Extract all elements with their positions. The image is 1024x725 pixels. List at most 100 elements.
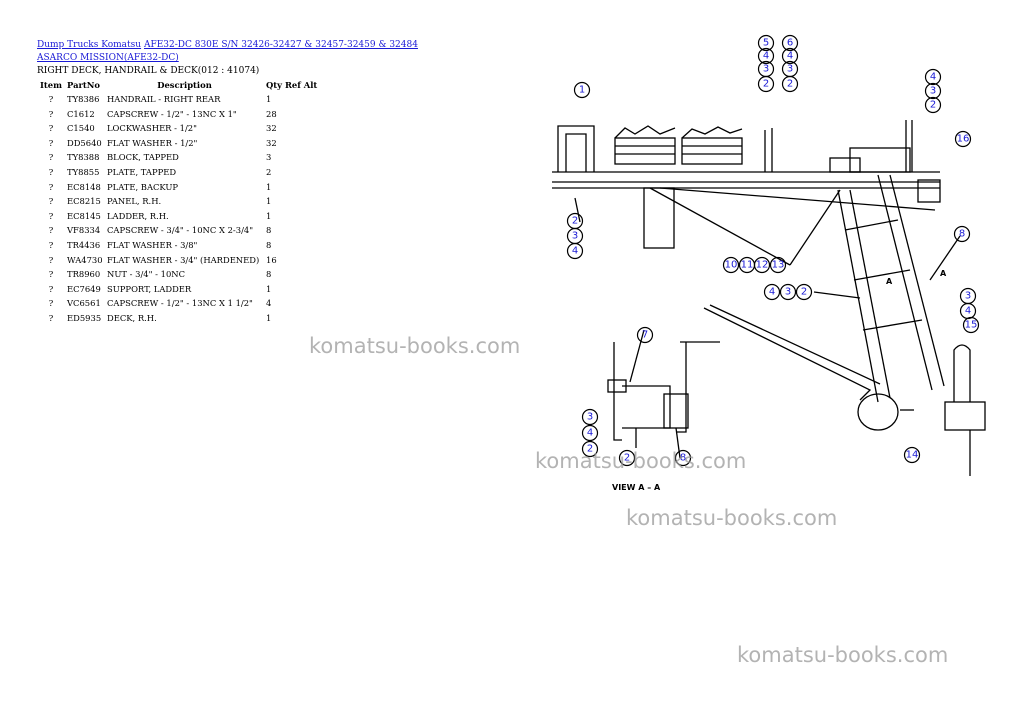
cell-item: ? bbox=[48, 298, 54, 309]
svg-text:8: 8 bbox=[959, 229, 965, 240]
callout-5[interactable]: 5 bbox=[757, 34, 775, 52]
svg-text:3: 3 bbox=[587, 412, 593, 423]
callout-3[interactable]: 3 bbox=[924, 82, 942, 100]
svg-text:2: 2 bbox=[572, 216, 578, 227]
table-header-row: Item PartNo Description Qty Ref Alt bbox=[37, 78, 319, 92]
cell-item: ? bbox=[48, 94, 54, 104]
svg-text:4: 4 bbox=[930, 72, 936, 83]
callout-2[interactable]: 2 bbox=[795, 283, 813, 301]
svg-text:8: 8 bbox=[680, 453, 686, 464]
cell-item: ? bbox=[48, 196, 54, 207]
breadcrumb-link-dump-trucks[interactable]: Dump Trucks Komatsu bbox=[37, 40, 142, 50]
cell-description: LADDER, R.H. bbox=[107, 210, 169, 221]
col-header-item: Item bbox=[40, 80, 62, 90]
callout-14[interactable]: 14 bbox=[903, 446, 921, 464]
cell-qty: 32 bbox=[266, 123, 277, 134]
callout-16[interactable]: 16 bbox=[954, 130, 972, 148]
callout-4[interactable]: 4 bbox=[581, 424, 599, 442]
svg-text:2: 2 bbox=[587, 444, 593, 455]
cell-partno: TY8855 bbox=[67, 166, 100, 177]
callout-3[interactable]: 3 bbox=[781, 60, 799, 78]
callout-2[interactable]: 2 bbox=[924, 96, 942, 114]
callout-12[interactable]: 12 bbox=[753, 256, 771, 274]
cell-description: SUPPORT, LADDER bbox=[107, 283, 192, 294]
cell-qty: 3 bbox=[266, 152, 272, 163]
cell-description: FLAT WASHER - 3/4" (HARDENED) bbox=[107, 254, 260, 265]
cell-partno: WA4730 bbox=[67, 254, 103, 265]
section-label-right: A bbox=[940, 269, 947, 278]
cell-description: CAPSCREW - 1/2" - 13NC X 1" bbox=[107, 108, 237, 119]
callout-13[interactable]: 13 bbox=[769, 256, 787, 274]
callout-4[interactable]: 4 bbox=[781, 47, 799, 65]
callout-3[interactable]: 3 bbox=[757, 60, 775, 78]
cell-qty: 1 bbox=[266, 94, 272, 104]
callout-8[interactable]: 8 bbox=[674, 449, 692, 467]
breadcrumb: Dump Trucks Komatsu AFE32-DC 830E S/N 32… bbox=[37, 39, 457, 65]
svg-text:3: 3 bbox=[965, 291, 971, 302]
callout-2[interactable]: 2 bbox=[757, 75, 775, 93]
callout-11[interactable]: 11 bbox=[738, 256, 756, 274]
callout-4[interactable]: 4 bbox=[959, 302, 977, 320]
callout-2[interactable]: 2 bbox=[781, 75, 799, 93]
svg-text:6: 6 bbox=[787, 38, 793, 49]
svg-text:4: 4 bbox=[763, 51, 769, 62]
cell-partno: C1540 bbox=[67, 123, 95, 134]
cell-description: NUT - 3/4" - 10NC bbox=[107, 269, 186, 280]
callout-3[interactable]: 3 bbox=[779, 283, 797, 301]
callout-3[interactable]: 3 bbox=[959, 287, 977, 305]
cell-item: ? bbox=[48, 108, 54, 119]
cell-item: ? bbox=[48, 254, 54, 265]
cell-partno: C1612 bbox=[67, 108, 95, 119]
cell-qty: 1 bbox=[266, 283, 272, 294]
svg-text:3: 3 bbox=[763, 64, 769, 75]
callout-15[interactable]: 15 bbox=[962, 316, 980, 334]
svg-text:13: 13 bbox=[772, 260, 785, 271]
callout-2[interactable]: 2 bbox=[581, 440, 599, 458]
cell-partno: DD5640 bbox=[67, 137, 102, 148]
breadcrumb-link-model[interactable]: AFE32-DC 830E S/N 32426-32427 & 32457-32… bbox=[37, 40, 418, 63]
svg-text:10: 10 bbox=[725, 260, 738, 271]
cell-qty: 1 bbox=[266, 312, 272, 323]
callout-1[interactable]: 1 bbox=[573, 81, 591, 99]
callout-4[interactable]: 4 bbox=[924, 68, 942, 86]
svg-text:3: 3 bbox=[787, 64, 793, 75]
cell-qty: 1 bbox=[266, 181, 272, 192]
callout-3[interactable]: 3 bbox=[581, 408, 599, 426]
callout-4[interactable]: 4 bbox=[763, 283, 781, 301]
cell-description: PANEL, R.H. bbox=[107, 196, 162, 207]
callout-2[interactable]: 2 bbox=[618, 449, 636, 467]
cell-description: DECK, R.H. bbox=[107, 312, 157, 323]
cell-description: HANDRAIL - RIGHT REAR bbox=[107, 94, 221, 104]
callout-4[interactable]: 4 bbox=[757, 47, 775, 65]
callout-8[interactable]: 8 bbox=[953, 225, 971, 243]
svg-text:4: 4 bbox=[572, 246, 578, 257]
col-header-partno: PartNo bbox=[67, 80, 101, 90]
col-header-description: Description bbox=[157, 80, 212, 90]
cell-qty: 1 bbox=[266, 210, 272, 221]
cell-description: PLATE, TAPPED bbox=[107, 166, 177, 177]
cell-description: CAPSCREW - 3/4" - 10NC X 2-3/4" bbox=[107, 225, 254, 236]
callout-7[interactable]: 7 bbox=[636, 326, 654, 344]
callout-3[interactable]: 3 bbox=[566, 227, 584, 245]
cell-item: ? bbox=[48, 269, 54, 280]
cell-item: ? bbox=[48, 210, 54, 221]
cell-partno: EC8145 bbox=[67, 210, 101, 221]
svg-text:11: 11 bbox=[741, 260, 754, 271]
callout-10[interactable]: 10 bbox=[722, 256, 740, 274]
cell-item: ? bbox=[48, 166, 54, 177]
cell-item: ? bbox=[48, 239, 54, 250]
parts-table: Item PartNo Description Qty Ref Alt ? TY8… bbox=[37, 78, 319, 326]
cell-description: PLATE, BACKUP bbox=[107, 181, 179, 192]
cell-description: FLAT WASHER - 3/8" bbox=[107, 239, 198, 250]
callout-6[interactable]: 6 bbox=[781, 34, 799, 52]
callout-4[interactable]: 4 bbox=[566, 242, 584, 260]
cell-partno: EC7649 bbox=[67, 283, 101, 294]
